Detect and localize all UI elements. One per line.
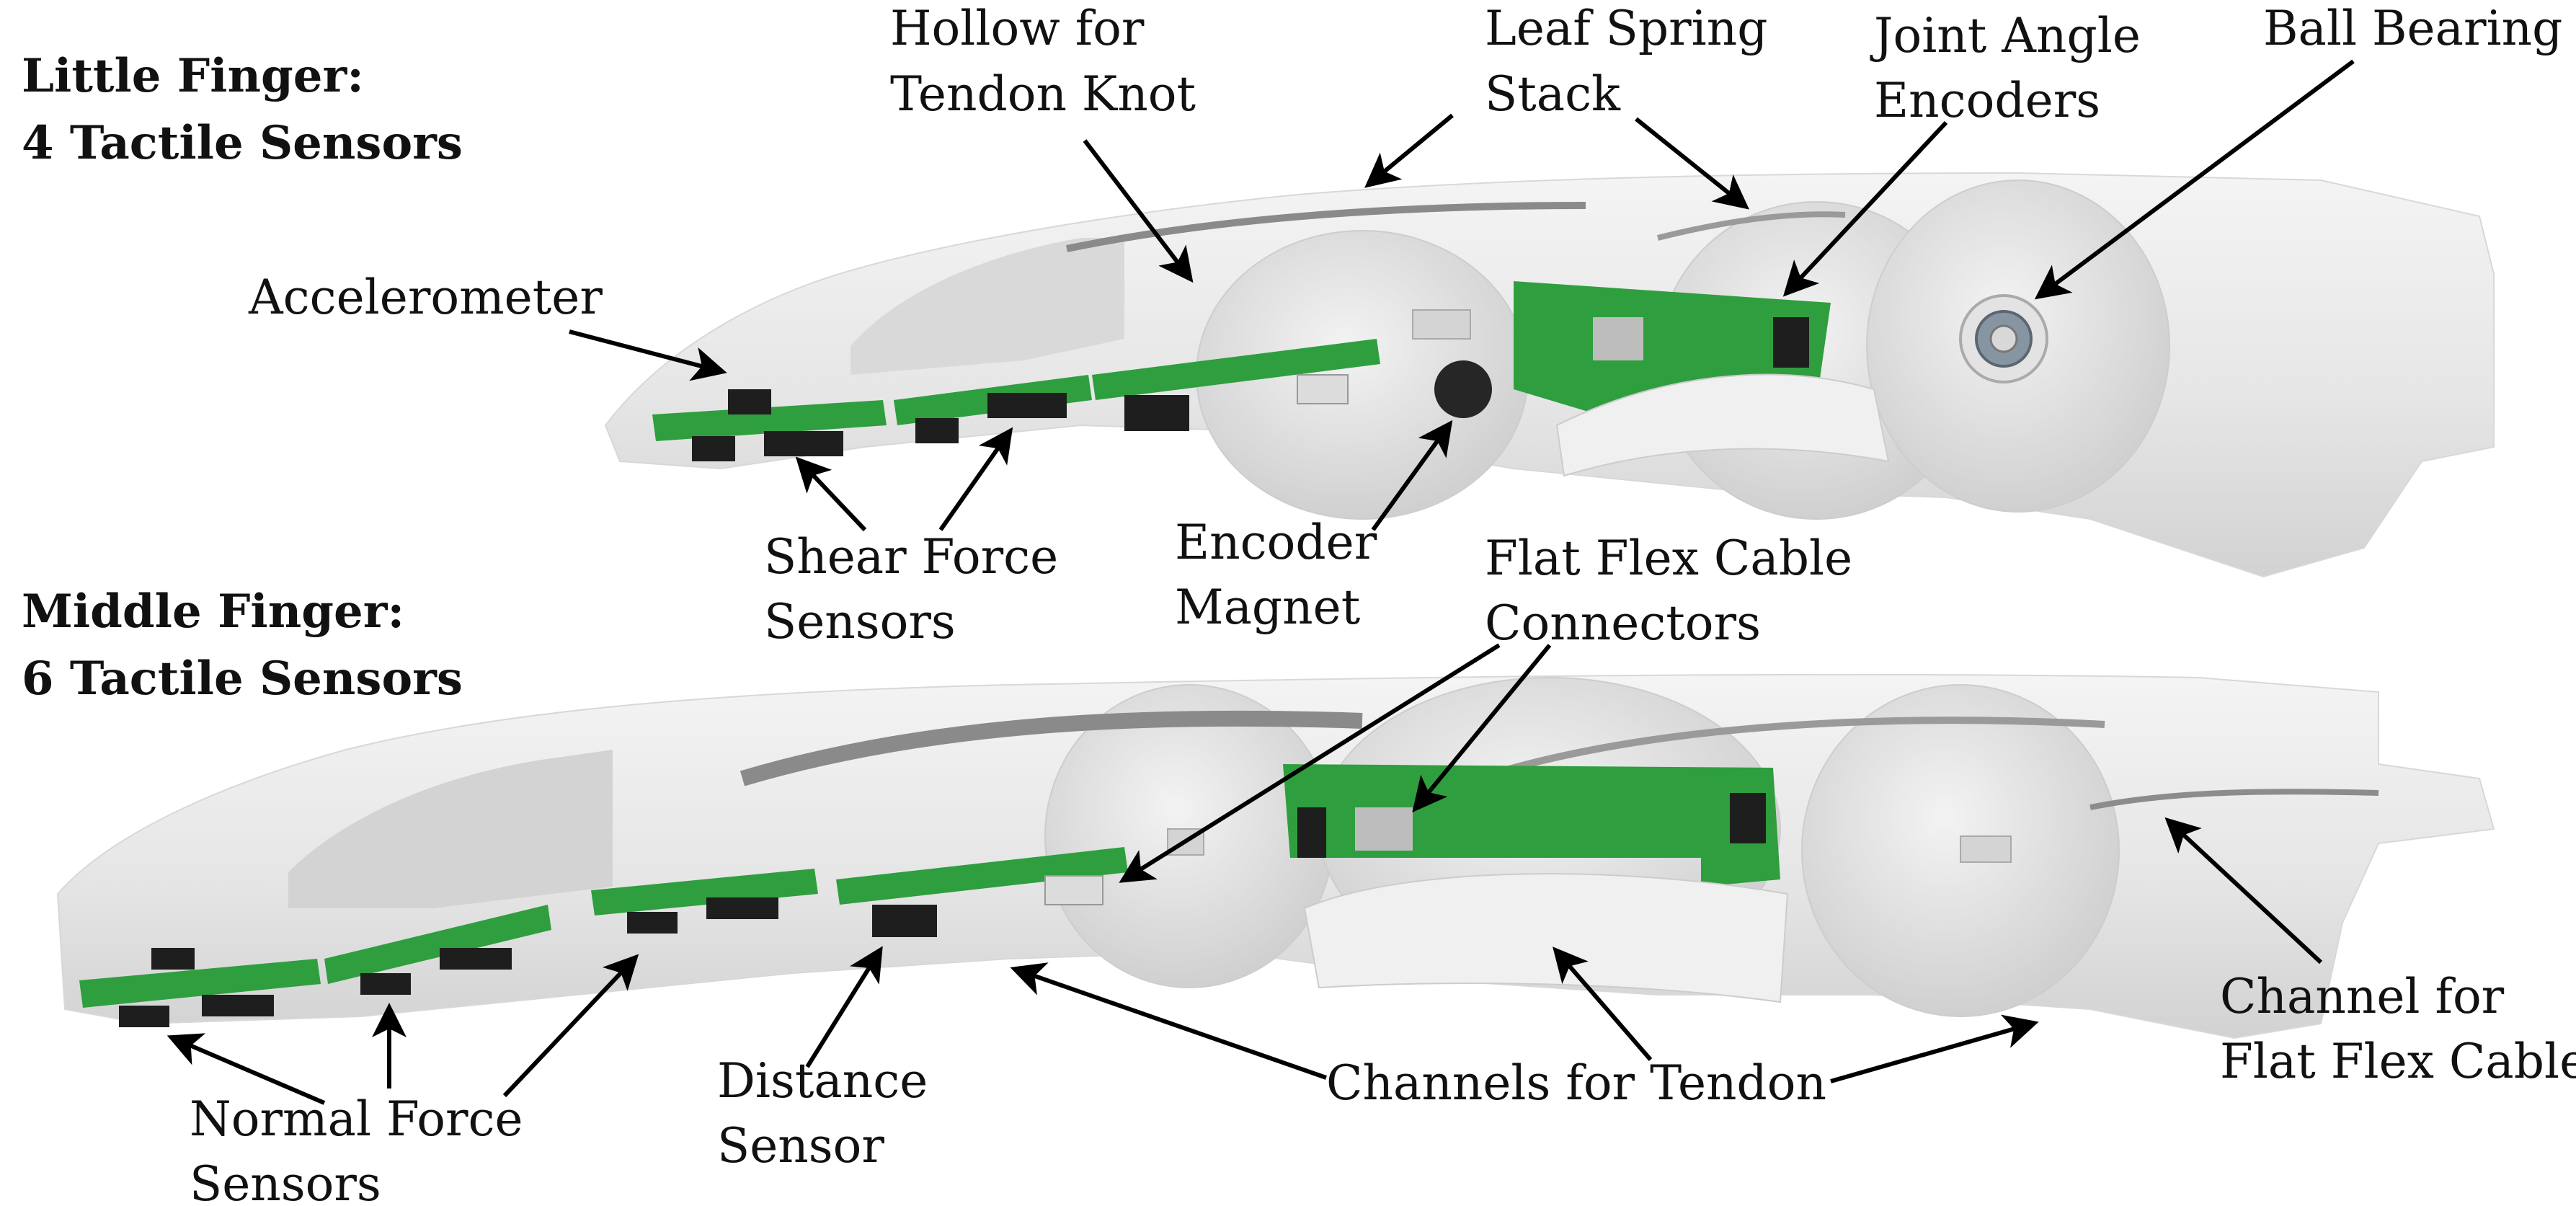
- middle-finger-title-2: 6 Tactile Sensors: [22, 652, 463, 706]
- little-finger-cavity: [850, 238, 1124, 375]
- middle-sensor-pcb-1: [79, 959, 321, 1008]
- label-ffc-1: Flat Flex Cable: [1485, 531, 1852, 586]
- figure-labels: Little Finger: 4 Tactile Sensors Middle …: [22, 1, 2576, 1206]
- callout-arrows: [166, 59, 2355, 1105]
- label-shear-1: Shear Force: [764, 529, 1058, 585]
- middle-tendon-ramp: [1303, 873, 1789, 1003]
- little-chip-3: [915, 418, 959, 443]
- middle-mid-pcb: [1283, 764, 1780, 887]
- label-joint-2: Encoders: [1874, 73, 2100, 128]
- label-channel-ffc-2: Flat Flex Cable: [2220, 1034, 2576, 1089]
- middle-encoder-chip-2: [1730, 793, 1766, 843]
- little-sensor-pcb-3: [1092, 339, 1380, 400]
- ffc-channel: [2089, 789, 2379, 810]
- little-leaf-spring-2: [1657, 211, 1846, 241]
- little-sensor-pcb-1: [652, 400, 887, 441]
- label-hollow-1: Hollow for: [890, 1, 1145, 56]
- label-ffc-2: Connectors: [1485, 595, 1761, 651]
- middle-chip-4: [440, 948, 512, 970]
- label-channel-ffc-1: Channel for: [2220, 969, 2505, 1024]
- label-encoder-1: Encoder: [1175, 515, 1377, 570]
- label-joint-1: Joint Angle: [1870, 8, 2141, 63]
- middle-sensor-pcb-4: [836, 847, 1128, 905]
- ball-bearing-shaft: [1989, 324, 2018, 353]
- label-distance-1: Distance: [717, 1053, 928, 1109]
- middle-leaf-spring: [740, 710, 1363, 786]
- label-channels-tendon: Channels for Tendon: [1326, 1055, 1826, 1111]
- label-shear-2: Sensors: [764, 594, 956, 649]
- middle-finger-cavity: [288, 750, 613, 908]
- label-leaf-2: Stack: [1485, 66, 1621, 122]
- middle-shaft: [1960, 835, 2012, 863]
- label-normal-1: Normal Force: [190, 1091, 523, 1147]
- middle-chip-1: [119, 1006, 169, 1027]
- middle-chip-2: [202, 995, 274, 1016]
- label-normal-2: Sensors: [190, 1156, 381, 1206]
- label-ball-bearing: Ball Bearing: [2263, 1, 2562, 56]
- middle-chip-3: [360, 973, 411, 995]
- label-leaf-1: Leaf Spring: [1485, 1, 1768, 56]
- little-encoder-chip-1: [1773, 317, 1809, 368]
- middle-encoder-chip-1: [1297, 807, 1326, 858]
- little-leaf-spring: [1065, 202, 1586, 252]
- little-shaft: [1412, 309, 1471, 340]
- accelerometer-chip: [728, 389, 771, 414]
- middle-finger-render: [56, 673, 2495, 1039]
- middle-sensor-pcb-2: [324, 905, 551, 984]
- middle-top-chip: [151, 948, 195, 970]
- distance-sensor-chip: [872, 905, 937, 937]
- little-tendon-ramp: [1555, 373, 1890, 477]
- little-chip-4: [987, 393, 1067, 418]
- little-chip-5: [1124, 395, 1189, 431]
- middle-sensor-pcb-3: [591, 869, 818, 915]
- middle-chip-6: [706, 897, 778, 919]
- label-accelerometer: Accelerometer: [248, 270, 603, 325]
- little-mid-connector: [1593, 317, 1643, 360]
- middle-leaf-spring-2: [1476, 717, 2105, 782]
- little-finger-render: [604, 172, 2495, 578]
- middle-finger-title-1: Middle Finger:: [22, 585, 404, 639]
- little-chip-1: [692, 436, 735, 461]
- little-finger-title-2: 4 Tactile Sensors: [22, 116, 463, 170]
- label-distance-2: Sensor: [717, 1118, 884, 1174]
- label-encoder-2: Magnet: [1175, 580, 1360, 635]
- middle-mid-connector: [1355, 807, 1413, 851]
- little-finger-title-1: Little Finger:: [22, 49, 364, 103]
- middle-chip-5: [627, 912, 678, 934]
- encoder-magnet: [1434, 360, 1492, 418]
- little-ffc-connector: [1297, 374, 1349, 404]
- label-hollow-2: Tendon Knot: [890, 66, 1196, 122]
- little-chip-2: [764, 431, 843, 456]
- middle-ffc-connector: [1044, 875, 1103, 905]
